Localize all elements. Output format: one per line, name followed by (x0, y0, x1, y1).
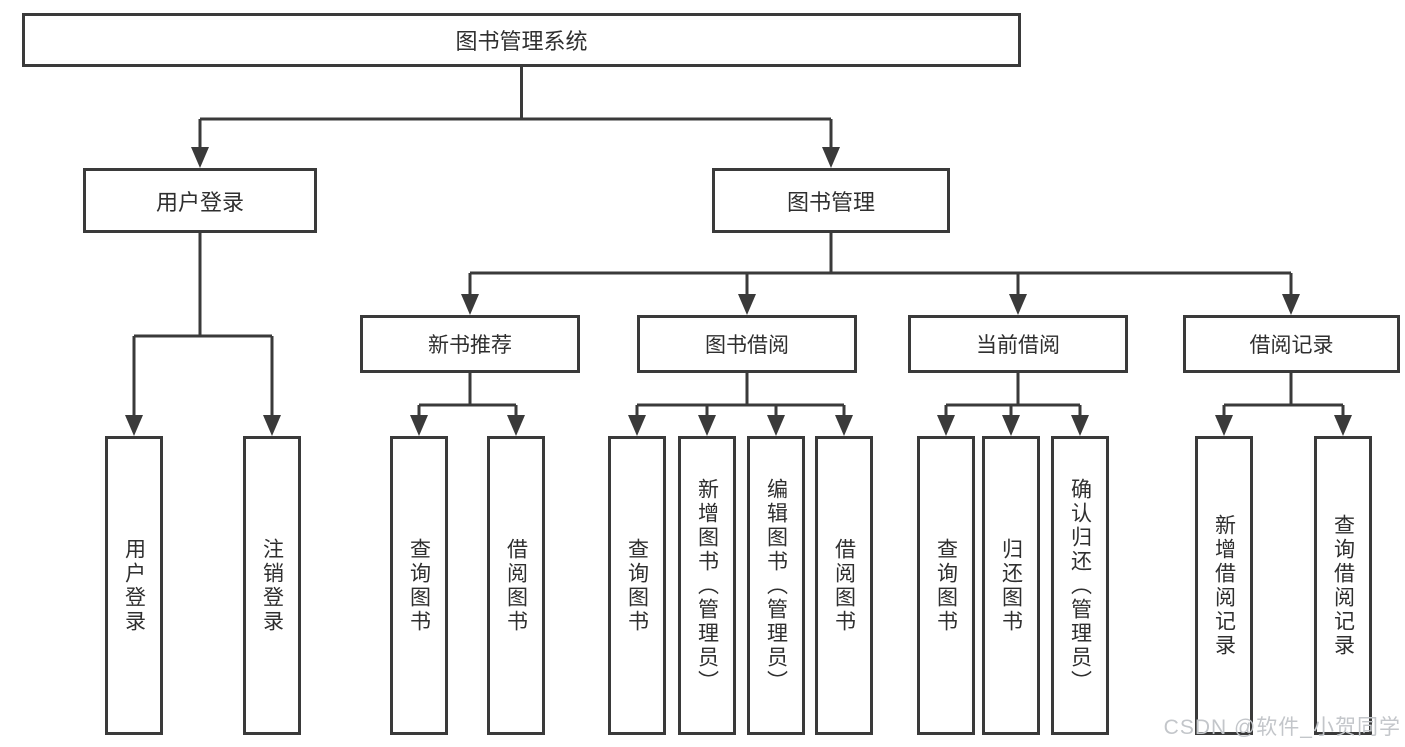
connector-borrowing-records-to-leaves (1215, 373, 1352, 436)
node-label: 图书管理系统 (455, 29, 588, 54)
leaf-query-books-current: 查询图书 (917, 436, 975, 735)
node-label: 归还图书 (999, 537, 1023, 634)
leaf-borrow-books-borrowing: 借阅图书 (815, 436, 873, 735)
leaf-add-book-admin: 新增图书（管理员） (678, 436, 736, 735)
node-label: 查询图书 (407, 537, 431, 634)
node-label: 借阅图书 (504, 537, 528, 634)
node-label: 编辑图书（管理员） (764, 477, 788, 694)
leaf-confirm-return-admin: 确认归还（管理员） (1051, 436, 1109, 735)
node-label: 查询借阅记录 (1331, 513, 1355, 658)
leaf-query-books-recommend: 查询图书 (390, 436, 448, 735)
node-current-borrowing: 当前借阅 (908, 315, 1128, 373)
arrow-down-icon (738, 294, 756, 315)
arrow-down-icon (507, 415, 525, 436)
arrow-down-icon (698, 415, 716, 436)
node-label: 用户登录 (155, 189, 244, 215)
arrow-down-icon (767, 415, 785, 436)
connector-root-to-level2 (191, 67, 840, 168)
arrow-down-icon (263, 415, 281, 436)
node-book-management: 图书管理 (712, 168, 950, 233)
node-label: 注销登录 (260, 537, 284, 634)
connector-book-borrowing-to-leaves (628, 373, 853, 436)
arrow-down-icon (1282, 294, 1300, 315)
connector-current-borrowing-to-leaves (937, 373, 1089, 436)
node-label: 用户登录 (122, 537, 146, 634)
node-new-book-recommend: 新书推荐 (360, 315, 580, 373)
node-label: 图书借阅 (705, 334, 789, 357)
node-label: 新书推荐 (428, 334, 512, 357)
connector-new-book-recommend-to-leaves (410, 373, 525, 436)
node-label: 借阅图书 (832, 537, 856, 634)
node-label: 图书管理 (786, 189, 875, 215)
arrow-down-icon (461, 294, 479, 315)
connector-book-management-to-level3 (461, 233, 1300, 315)
leaf-logout-login: 注销登录 (243, 436, 301, 735)
arrow-down-icon (125, 415, 143, 436)
leaf-borrow-books-recommend: 借阅图书 (487, 436, 545, 735)
node-label: 新增图书（管理员） (695, 477, 719, 694)
arrow-down-icon (835, 415, 853, 436)
node-user-login-branch: 用户登录 (83, 168, 317, 233)
arrow-down-icon (822, 147, 840, 168)
leaf-add-borrow-record: 新增借阅记录 (1195, 436, 1253, 735)
arrow-down-icon (1071, 415, 1089, 436)
leaf-query-books-borrowing: 查询图书 (608, 436, 666, 735)
arrow-down-icon (1002, 415, 1020, 436)
connector-user-login-to-leaves (125, 233, 281, 436)
arrow-down-icon (937, 415, 955, 436)
leaf-edit-book-admin: 编辑图书（管理员） (747, 436, 805, 735)
leaf-return-book: 归还图书 (982, 436, 1040, 735)
arrow-down-icon (1215, 415, 1233, 436)
node-label: 当前借阅 (976, 334, 1060, 357)
node-label: 借阅记录 (1249, 334, 1334, 357)
arrow-down-icon (191, 147, 209, 168)
node-library-management-system: 图书管理系统 (22, 13, 1021, 67)
arrow-down-icon (410, 415, 428, 436)
leaf-query-borrow-record: 查询借阅记录 (1314, 436, 1372, 735)
node-label: 确认归还（管理员） (1068, 477, 1092, 694)
node-book-borrowing: 图书借阅 (637, 315, 857, 373)
node-borrowing-records: 借阅记录 (1183, 315, 1400, 373)
node-label: 查询图书 (625, 537, 649, 634)
leaf-user-login: 用户登录 (105, 436, 163, 735)
arrow-down-icon (1334, 415, 1352, 436)
node-label: 查询图书 (934, 537, 958, 634)
arrow-down-icon (1009, 294, 1027, 315)
arrow-down-icon (628, 415, 646, 436)
csdn-watermark: CSDN @软件_小贺同学 (1163, 716, 1401, 739)
node-label: 新增借阅记录 (1212, 513, 1236, 658)
